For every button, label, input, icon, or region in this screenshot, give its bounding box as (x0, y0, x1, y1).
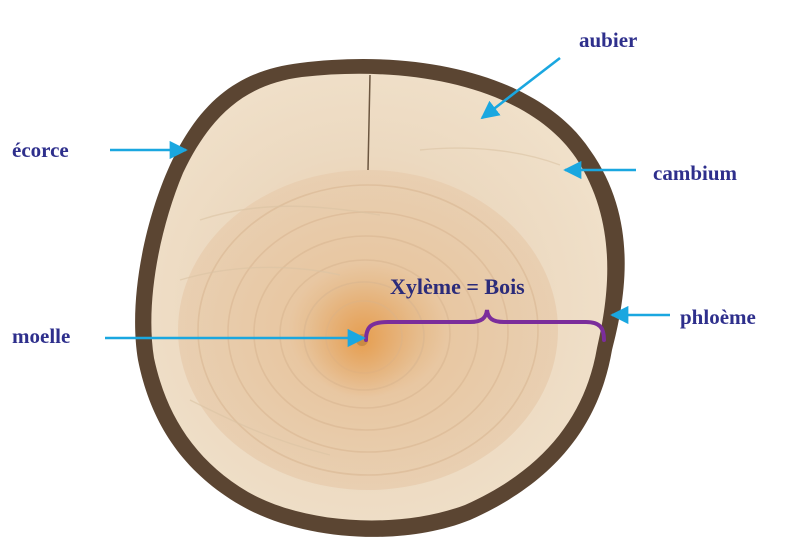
label-ecorce: écorce (12, 140, 69, 161)
label-cambium: cambium (653, 163, 737, 184)
label-aubier: aubier (579, 30, 637, 51)
label-phloeme: phloème (680, 307, 756, 328)
label-xyleme-bois: Xylème = Bois (390, 276, 525, 298)
label-moelle: moelle (12, 326, 70, 347)
